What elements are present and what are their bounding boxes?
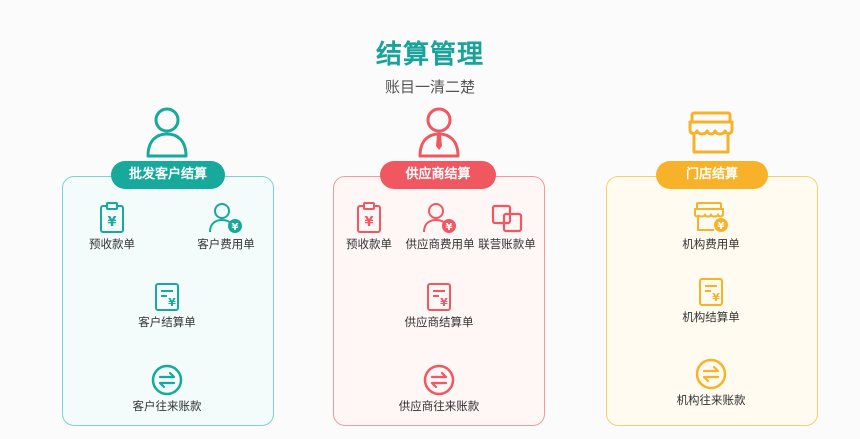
svg-text:¥: ¥ (232, 222, 239, 233)
svg-text:¥: ¥ (107, 215, 116, 230)
wholesale-pill: 批发客户结算 (111, 161, 225, 189)
supplier-user-icon (418, 107, 460, 158)
store-panel (606, 176, 818, 426)
svg-text:¥: ¥ (446, 222, 453, 233)
svg-text:¥: ¥ (168, 296, 176, 309)
user-yen-icon: ¥ (209, 203, 242, 233)
document-yen-icon: ¥ (427, 283, 451, 311)
supplier-joint-node: 联营账款单 (474, 202, 540, 252)
page-subtitle: 账目一清二楚 (384, 78, 475, 96)
supplier-ledger-node: 供应商往来账款 (389, 364, 489, 414)
customer-user-icon (146, 107, 188, 158)
wholesale-ledger-node: 客户往来账款 (122, 364, 212, 414)
linked-squares-icon (491, 204, 523, 233)
wholesale-expense-node: ¥ 客户费用单 (182, 202, 270, 252)
store-statement-node: ¥ 机构结算单 (671, 277, 751, 325)
clipboard-yen-icon: ¥ (100, 202, 124, 233)
page-title: 结算管理 (375, 40, 484, 70)
wholesale-panel (62, 176, 274, 426)
exchange-arrows-icon (695, 358, 727, 390)
user-yen-icon: ¥ (423, 203, 456, 233)
store-yen-icon: ¥ (694, 202, 728, 232)
supplier-pill: 供应商结算 (380, 161, 496, 189)
wholesale-statement-node: ¥ 客户结算单 (127, 282, 207, 330)
store-front-icon (688, 111, 734, 154)
document-yen-icon: ¥ (155, 283, 179, 311)
svg-text:¥: ¥ (712, 291, 720, 304)
exchange-arrows-icon (423, 364, 455, 396)
svg-text:¥: ¥ (718, 221, 725, 232)
supplier-prepay-node: ¥ 预收款单 (334, 202, 404, 252)
store-pill: 门店结算 (656, 161, 768, 189)
supplier-expense-node: ¥ 供应商费用单 (403, 202, 477, 252)
svg-text:¥: ¥ (364, 215, 373, 230)
wholesale-prepay-node: ¥ 预收款单 (72, 202, 152, 252)
document-yen-icon: ¥ (699, 278, 723, 306)
store-ledger-node: 机构往来账款 (666, 358, 756, 408)
svg-text:¥: ¥ (440, 296, 448, 309)
exchange-arrows-icon (151, 364, 183, 396)
store-expense-node: ¥ 机构费用单 (666, 200, 756, 252)
supplier-statement-node: ¥ 供应商结算单 (394, 282, 484, 330)
clipboard-yen-icon: ¥ (357, 202, 381, 233)
